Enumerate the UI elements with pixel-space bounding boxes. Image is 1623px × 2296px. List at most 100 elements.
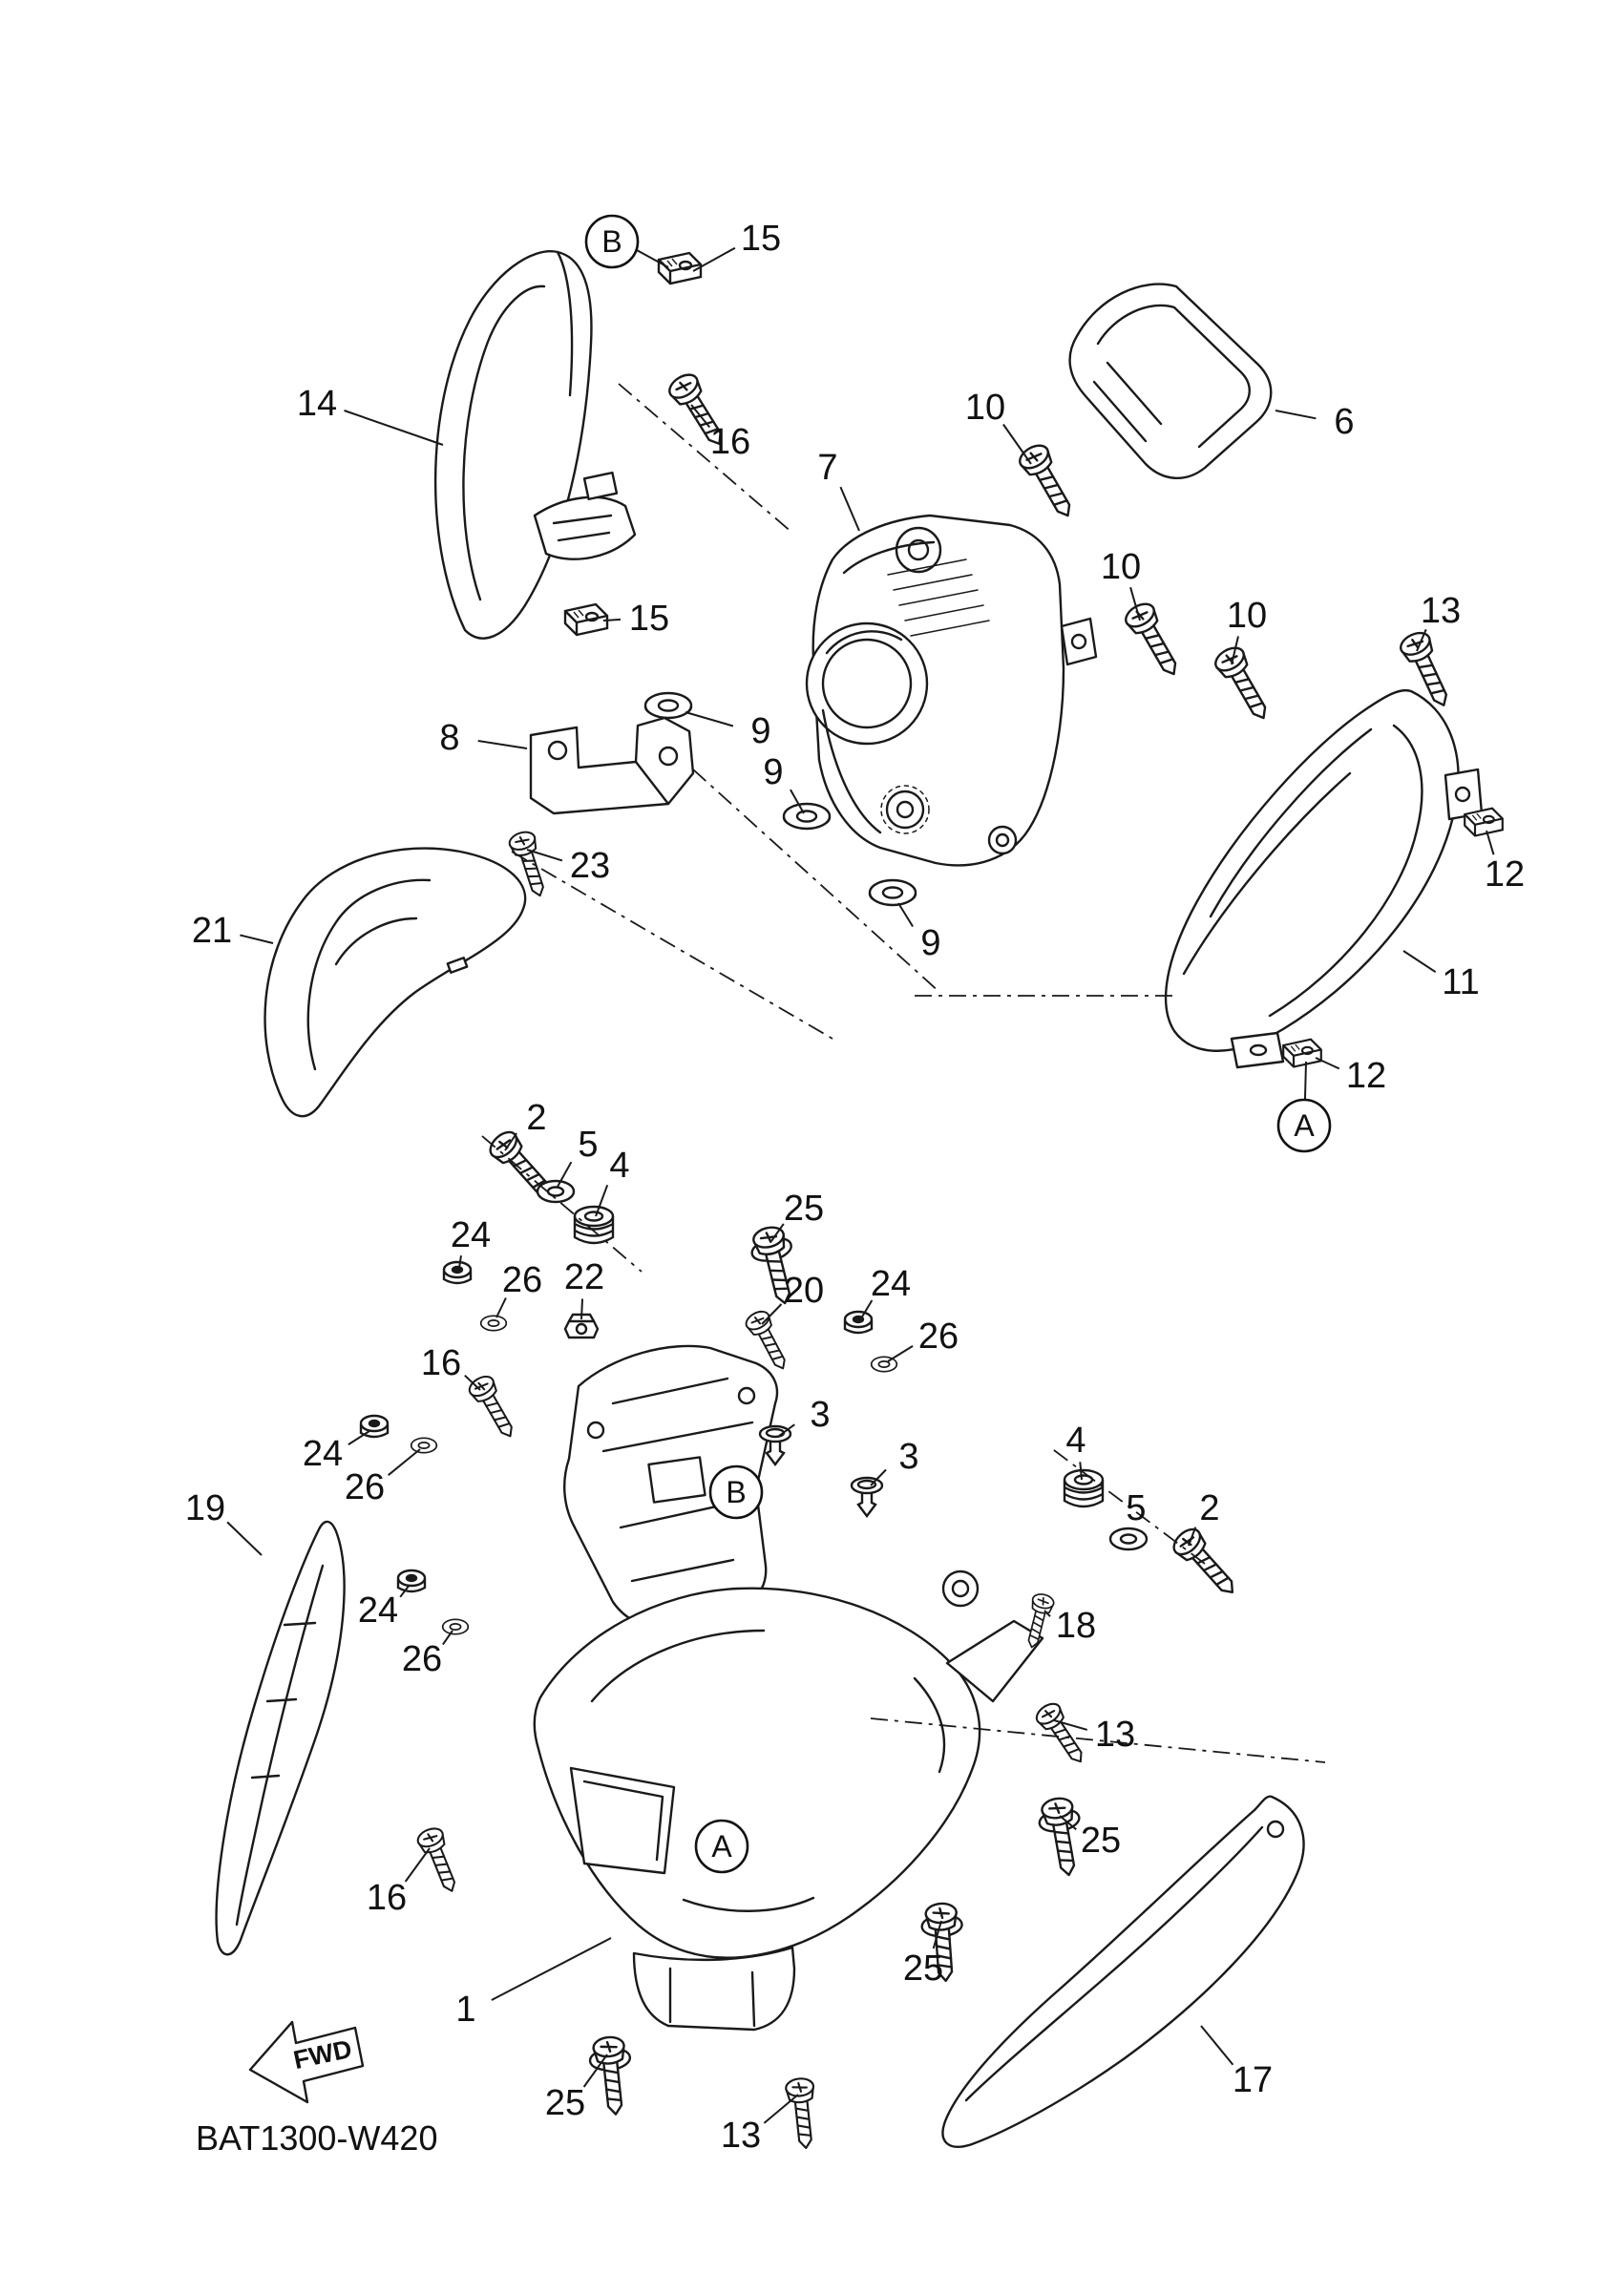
part-17-right-trim-blade (941, 1795, 1305, 2148)
leader-line-12-14 (1486, 830, 1495, 855)
callout-circle-A (694, 1819, 749, 1874)
cap-24-a (442, 1260, 473, 1285)
part-number-25: 25 (1081, 1821, 1121, 1861)
leader-line-7-5 (839, 486, 860, 532)
callout-circle-B (708, 1464, 764, 1520)
part-number-10: 10 (1227, 596, 1267, 636)
part-number-10: 10 (965, 388, 1005, 428)
leader-line-25-47 (582, 2054, 608, 2088)
part-number-13: 13 (721, 2116, 761, 2156)
grommet-4-a (573, 1205, 615, 1245)
washer-26-d (441, 1618, 470, 1635)
screw-16-c (413, 1823, 465, 1897)
clip-15-lower (563, 602, 609, 637)
part-number-9: 9 (750, 711, 770, 751)
leader-line-26-28 (887, 1345, 914, 1362)
callout-letter-B: B (726, 1475, 746, 1509)
leader-line-24-27 (860, 1299, 874, 1319)
part-number-6: 6 (1334, 402, 1354, 442)
part-number-23: 23 (570, 846, 610, 886)
leader-line-16-2 (690, 404, 711, 429)
fwd-arrow: FWD (248, 2020, 365, 2104)
part-number-19: 19 (185, 1488, 225, 1528)
leader-line-9-16 (897, 902, 914, 928)
part-number-1: 1 (455, 1990, 475, 2030)
part-11-lens-cover (1164, 688, 1484, 1069)
leader-line-26-24 (495, 1297, 507, 1318)
leader-line-26-32 (388, 1448, 421, 1476)
washer-5-a (536, 1179, 576, 1204)
leader-line-24-38 (399, 1584, 411, 1598)
part-number-18: 18 (1056, 1606, 1096, 1646)
grommet-9-a (643, 691, 693, 720)
leader-line-19-37 (226, 1521, 263, 1556)
part-number-16: 16 (421, 1343, 461, 1383)
callout-letter-A: A (711, 1829, 732, 1864)
alignment-lines (481, 383, 1326, 1763)
part-number-25: 25 (903, 1948, 943, 1989)
clip-12-lower (1282, 1038, 1322, 1068)
screw-10-b (1120, 598, 1189, 684)
part-number-24: 24 (303, 1434, 343, 1474)
washer-26-a (479, 1315, 508, 1332)
leader-line-17-46 (1200, 2025, 1234, 2066)
leader-line-15-0 (692, 246, 736, 272)
part-19-left-trim-blade (215, 1520, 346, 1956)
screw-10-c (1210, 642, 1278, 727)
leader-line-11-17 (1402, 950, 1437, 974)
leader-line-15-9 (602, 618, 622, 621)
leader-line-24-23 (458, 1255, 462, 1269)
part-number-7: 7 (817, 448, 837, 488)
leader-line-10-7 (1231, 636, 1239, 665)
callout-A: A (1276, 1098, 1332, 1153)
callout-letter-A: A (1294, 1108, 1315, 1143)
part-number-22: 22 (564, 1257, 604, 1297)
part-number-16: 16 (367, 1878, 407, 1918)
part-number-13: 13 (1095, 1715, 1135, 1755)
part-number-26: 26 (402, 1639, 442, 1679)
part-number-9: 9 (763, 752, 783, 792)
leader-line-12-18 (1315, 1057, 1340, 1070)
leader-lines (226, 246, 1495, 2124)
clip-15-top (657, 251, 703, 285)
callout-circle-A (1276, 1098, 1332, 1153)
leader-line-26-40 (442, 1630, 453, 1646)
part-number-3: 3 (810, 1395, 830, 1435)
cap-24-d (396, 1569, 427, 1593)
part-number-21: 21 (192, 911, 232, 951)
part-number-5: 5 (1126, 1488, 1146, 1528)
leader-line-3-33 (870, 1468, 887, 1486)
leader-line-2-36 (1188, 1527, 1197, 1547)
leader-line-18-39 (1043, 1610, 1051, 1617)
leader-line-13-41 (1053, 1719, 1088, 1731)
leader-line-20-26 (761, 1303, 783, 1325)
part-1-front-cowl-and-stay (533, 1344, 1044, 2032)
leader-line-13-48 (763, 2094, 799, 2124)
rivet-3-b (850, 1476, 884, 1518)
screw-10-a (1014, 439, 1083, 525)
leader-line-10-3 (1002, 423, 1032, 465)
part-number-26: 26 (502, 1260, 542, 1300)
part-number-8: 8 (439, 718, 459, 758)
callout-B: B (708, 1464, 764, 1520)
leader-line-23-13 (526, 849, 563, 862)
callout-circle-B (584, 214, 640, 269)
part-number-4: 4 (609, 1146, 629, 1186)
grommet-4-b (1063, 1468, 1105, 1508)
part-number-16: 16 (710, 422, 750, 462)
leader-line-9-12 (790, 789, 805, 814)
part-number-9: 9 (920, 923, 940, 963)
leader-line-4-21 (595, 1184, 609, 1217)
part-number-25: 25 (545, 2083, 585, 2123)
screw-16-b (465, 1371, 523, 1444)
part-number-12: 12 (1485, 854, 1525, 895)
leader-line-10-6 (1129, 586, 1141, 621)
part-number-26: 26 (918, 1317, 959, 1357)
part-number-24: 24 (451, 1215, 491, 1255)
screw-13-c (784, 2075, 821, 2151)
screw-25-d (588, 2035, 636, 2117)
part-number-14: 14 (297, 384, 337, 424)
